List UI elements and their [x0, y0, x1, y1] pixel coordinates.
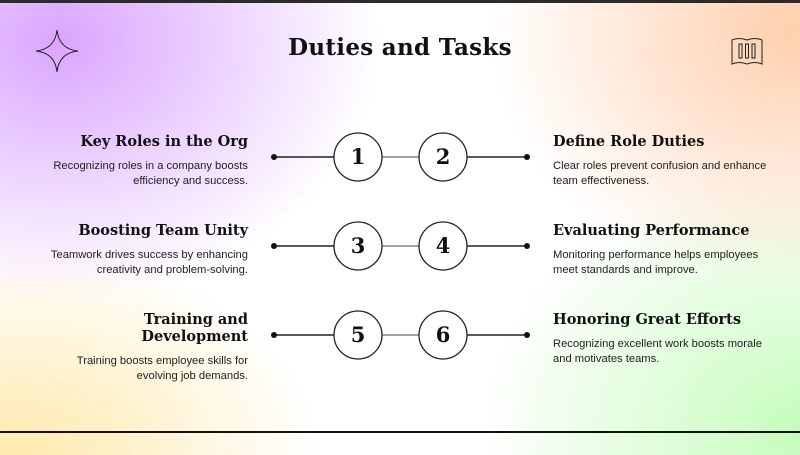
connector-dot — [271, 243, 277, 249]
map-icon — [731, 38, 763, 65]
item-title: Training and Development — [141, 311, 248, 345]
top-bar — [0, 0, 800, 3]
page-title: Duties and Tasks — [288, 34, 512, 61]
number-badge-4: 4 — [435, 233, 451, 258]
item-title: Key Roles in the Org — [80, 133, 248, 150]
item-description: Recognizing excellent work boosts morale… — [553, 338, 762, 365]
number-circle — [418, 132, 468, 182]
connector-dot — [271, 154, 277, 160]
item-title: Boosting Team Unity — [78, 222, 248, 239]
number-circle — [333, 221, 383, 271]
sparkle-icon — [35, 29, 79, 73]
number-circle — [418, 310, 468, 360]
item-4: Evaluating Performance Monitoring perfor… — [553, 222, 783, 278]
item-description: Monitoring performance helps employees m… — [553, 249, 759, 276]
number-badge-1: 1 — [350, 144, 366, 169]
item-description: Recognizing roles in a company boosts ef… — [53, 160, 248, 187]
item-6: Honoring Great Efforts Recognizing excel… — [553, 311, 783, 367]
item-description: Teamwork drives success by enhancing cre… — [50, 249, 248, 276]
item-2: Define Role Duties Clear roles prevent c… — [553, 133, 783, 189]
item-5: Training and Development Training boosts… — [33, 311, 248, 384]
number-badge-5: 5 — [350, 322, 366, 347]
connector-dot — [524, 332, 530, 338]
item-title: Honoring Great Efforts — [553, 311, 741, 328]
number-badge-6: 6 — [435, 322, 451, 347]
number-circle — [418, 221, 468, 271]
connector-dot — [524, 154, 530, 160]
number-badge-3: 3 — [350, 233, 366, 258]
item-description: Clear roles prevent confusion and enhanc… — [553, 160, 767, 187]
item-description: Training boosts employee skills for evol… — [76, 355, 248, 382]
number-badge-2: 2 — [435, 144, 451, 169]
connector-dot — [271, 332, 277, 338]
number-circle — [333, 132, 383, 182]
item-3: Boosting Team Unity Teamwork drives succ… — [33, 222, 248, 278]
bottom-divider — [0, 431, 800, 433]
item-1: Key Roles in the Org Recognizing roles i… — [33, 133, 248, 189]
item-title: Define Role Duties — [553, 133, 705, 150]
connector-dot — [524, 243, 530, 249]
item-title: Evaluating Performance — [553, 222, 750, 239]
number-circle — [333, 310, 383, 360]
